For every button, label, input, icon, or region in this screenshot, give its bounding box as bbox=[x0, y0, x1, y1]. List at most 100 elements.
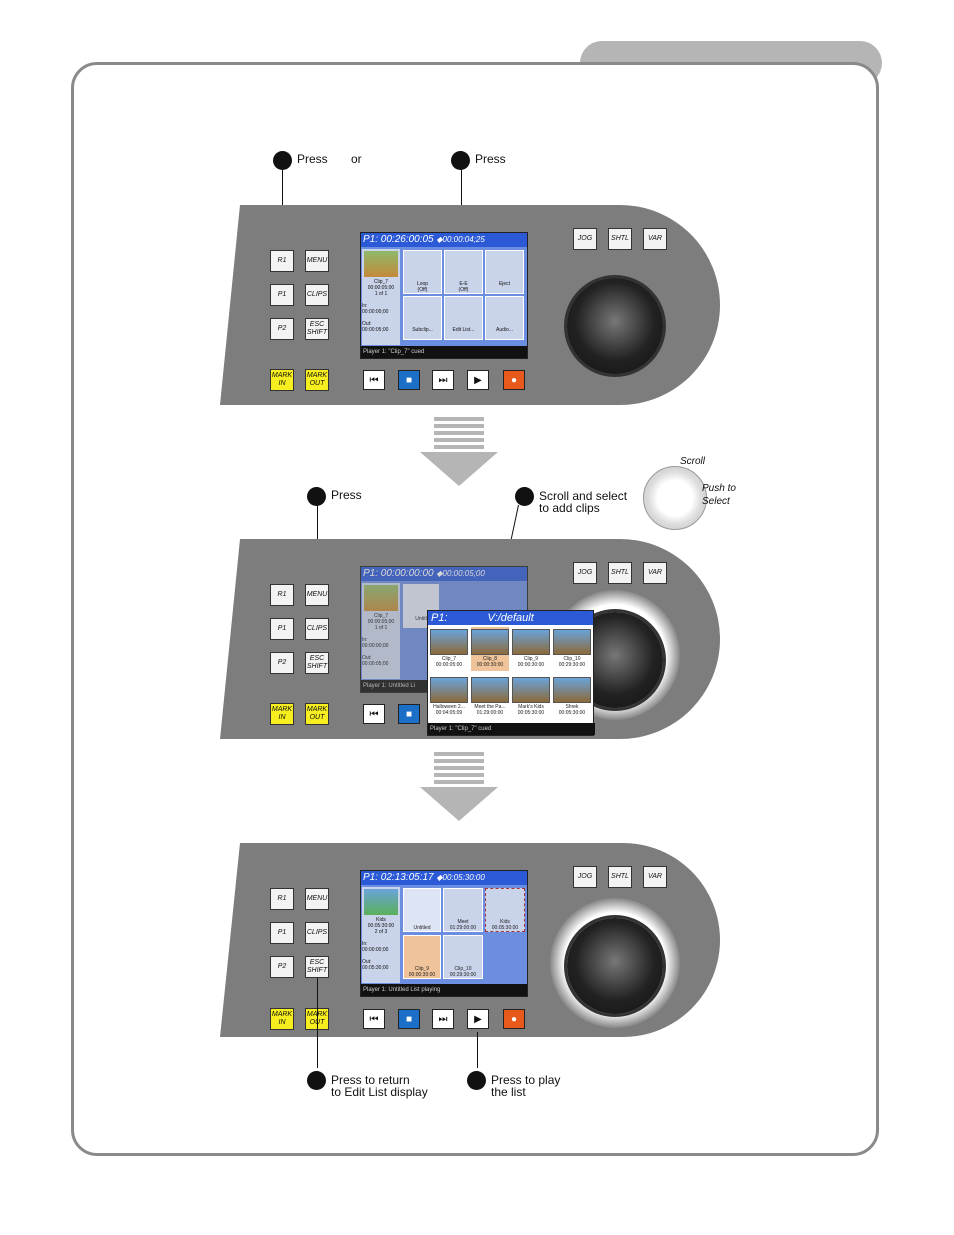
rewind-button-3[interactable]: ⏮ bbox=[363, 1009, 385, 1029]
menu-key[interactable]: MENU bbox=[305, 250, 329, 272]
clip-thumbnail bbox=[430, 629, 468, 655]
menu-key-3[interactable]: MENU bbox=[305, 888, 329, 910]
r1-key[interactable]: R1 bbox=[270, 250, 294, 272]
callout-5 bbox=[307, 1071, 326, 1090]
menu-button-4[interactable]: Edit List... bbox=[444, 296, 483, 340]
play-button-3[interactable]: ▶ bbox=[467, 1009, 489, 1029]
clip-timecode: 00:00:30:00 bbox=[476, 662, 504, 668]
fast-forward-button-3[interactable]: ⏭ bbox=[432, 1009, 454, 1029]
record-button-3[interactable]: ● bbox=[503, 1009, 525, 1029]
clips-key-3[interactable]: CLIPS bbox=[305, 922, 329, 944]
clip-thumbnail bbox=[553, 629, 591, 655]
clip-thumbnail bbox=[430, 677, 468, 703]
p2-key-2[interactable]: P2 bbox=[270, 652, 294, 674]
p1-key-3[interactable]: P1 bbox=[270, 922, 294, 944]
clip-info-panel-2: Clip_7 00:00:05;00 1 of 1 In: 00:00:00;0… bbox=[362, 583, 400, 679]
jog-knob-1[interactable] bbox=[567, 278, 663, 374]
clip-thumbnail bbox=[471, 629, 509, 655]
clip-timecode: 01:29:00:00 bbox=[476, 710, 504, 716]
clip-timecode: 00:29:30:00 bbox=[558, 662, 586, 668]
jog-key-3[interactable]: JOG bbox=[573, 866, 597, 888]
clip-thumbnail bbox=[471, 677, 509, 703]
clips-key[interactable]: CLIPS bbox=[305, 284, 329, 306]
clip-name: Mark's Kids bbox=[518, 704, 544, 710]
p2-key-3[interactable]: P2 bbox=[270, 956, 294, 978]
play-button[interactable]: ▶ bbox=[467, 370, 489, 390]
stop-button-3[interactable]: ■ bbox=[398, 1009, 420, 1029]
knob-scroll-label: Scroll bbox=[680, 456, 706, 467]
clip-cell[interactable]: Halloween 2...00:04:05:09 bbox=[430, 675, 468, 719]
menu-button-3[interactable]: Subclip... bbox=[403, 296, 442, 340]
screen-3: P1: 02:13:05:17 ◆00:05:30:00 Kids 00:05:… bbox=[360, 870, 528, 997]
rewind-button[interactable]: ⏮ bbox=[363, 370, 385, 390]
clip-cell[interactable]: Meet the Pa...01:29:00:00 bbox=[471, 675, 509, 719]
list-item-untitled[interactable]: Untitled bbox=[403, 888, 441, 932]
jog-key-2[interactable]: JOG bbox=[573, 562, 597, 584]
callout-4 bbox=[515, 487, 534, 506]
menu-button-2[interactable]: Eject bbox=[485, 250, 524, 294]
p1-key-2[interactable]: P1 bbox=[270, 618, 294, 640]
down-arrow-2 bbox=[420, 752, 498, 821]
clip-name: Meet the Pa... bbox=[474, 704, 506, 710]
var-key-2[interactable]: VAR bbox=[643, 562, 667, 584]
jog-key[interactable]: JOG bbox=[573, 228, 597, 250]
knob-select-label: Select bbox=[702, 496, 730, 507]
menu-key-2[interactable]: MENU bbox=[305, 584, 329, 606]
stop-button[interactable]: ■ bbox=[398, 370, 420, 390]
callout-2-text: Press bbox=[475, 152, 506, 166]
knob-illustration bbox=[643, 466, 707, 530]
clip-name: Clip_10 bbox=[563, 656, 581, 662]
p2-key[interactable]: P2 bbox=[270, 318, 294, 340]
r1-key-2[interactable]: R1 bbox=[270, 584, 294, 606]
callout-6-line bbox=[477, 1032, 478, 1068]
shtl-key-2[interactable]: SHTL bbox=[608, 562, 632, 584]
r1-key-3[interactable]: R1 bbox=[270, 888, 294, 910]
rewind-button-2[interactable]: ⏮ bbox=[363, 704, 385, 724]
callout-5-text: Press to return bbox=[331, 1073, 410, 1087]
menu-button-1[interactable]: E-E (Off) bbox=[444, 250, 483, 294]
clip-timecode: 00:00:05:00 bbox=[435, 662, 463, 668]
p1-key[interactable]: P1 bbox=[270, 284, 294, 306]
clips-key-2[interactable]: CLIPS bbox=[305, 618, 329, 640]
clip-timecode: 00:05:30:00 bbox=[517, 710, 545, 716]
clip-thumbnail-2 bbox=[364, 585, 398, 611]
record-button[interactable]: ● bbox=[503, 370, 525, 390]
clip-thumbnail bbox=[512, 677, 550, 703]
shtl-key[interactable]: SHTL bbox=[608, 228, 632, 250]
clip-name: Shrek bbox=[565, 704, 579, 710]
screen-1-title: P1: 00:26:00:05 ◆00:00:04;25 bbox=[361, 233, 527, 247]
menu-button-5[interactable]: Audio... bbox=[485, 296, 524, 340]
var-key-3[interactable]: VAR bbox=[643, 866, 667, 888]
shtl-key-3[interactable]: SHTL bbox=[608, 866, 632, 888]
screen-1-status: Player 1: "Clip_7" cued bbox=[361, 346, 527, 358]
callout-5-line bbox=[317, 978, 318, 1068]
stop-button-2[interactable]: ■ bbox=[398, 704, 420, 724]
fast-forward-button[interactable]: ⏭ bbox=[432, 370, 454, 390]
clip-thumbnail bbox=[364, 251, 398, 277]
var-key[interactable]: VAR bbox=[643, 228, 667, 250]
jog-knob-3[interactable] bbox=[567, 918, 663, 1014]
menu-button-0[interactable]: Loop (Off) bbox=[403, 250, 442, 294]
screen-3-status: Player 1: Untitled List playing bbox=[361, 984, 527, 996]
screen-1: P1: 00:26:00:05 ◆00:00:04;25 Clip_7 00:0… bbox=[360, 232, 528, 359]
clip-name: Clip_9 bbox=[523, 656, 539, 662]
